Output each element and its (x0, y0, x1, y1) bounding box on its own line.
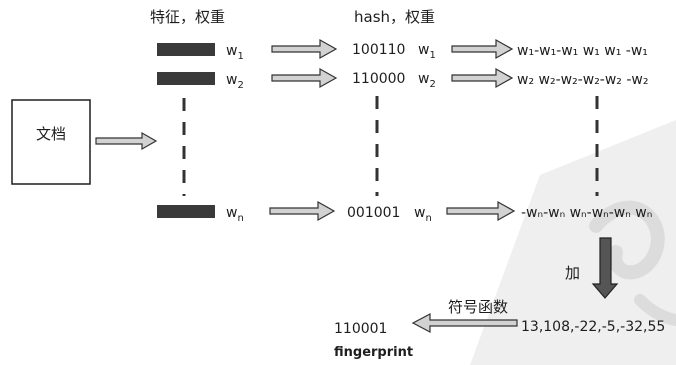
feature-weight-n: wn (226, 205, 244, 224)
hash-weight-2: w2 (418, 71, 436, 90)
weighted-vector-n: -wₙ-wₙ wₙ-wₙ-wₙ wₙ (521, 205, 652, 221)
weighted-vector-2: w₂ w₂-w₂-w₂-w₂ -w₂ (517, 72, 648, 88)
row-n-arrow-to-hash (269, 200, 336, 222)
hash-weight-n: wn (414, 205, 432, 224)
hash-value-2: 110000 (352, 71, 405, 87)
sign-function-label: 符号函数 (448, 298, 508, 316)
row-1-arrow-to-weighted (451, 38, 514, 60)
hash-weights-header: hash，权重 (354, 8, 435, 26)
feature-weight-2: w2 (226, 72, 244, 91)
document-label: 文档 (36, 125, 66, 143)
hash-value-n: 001001 (347, 205, 400, 221)
ellipsis-lines (182, 96, 599, 196)
row-2-arrow-to-hash (271, 67, 338, 89)
document-box (11, 99, 91, 185)
row-2: w2 110000 w2 w₂ w₂-w₂-w₂-w₂ -w₂ (157, 67, 648, 91)
sum-result: 13,108,-22,-5,-32,55 (521, 319, 665, 335)
features-weights-header: 特征，权重 (150, 8, 225, 26)
hash-weight-1: w1 (418, 42, 436, 61)
sign-function-arrow (411, 313, 518, 333)
fingerprint-label: fingerprint (334, 345, 413, 360)
row-1: w1 100110 w1 w₁-w₁-w₁ w₁ w₁ -w₁ (157, 38, 648, 62)
feature-bar-n (157, 205, 215, 218)
row-n-arrow-to-weighted (446, 200, 516, 222)
document-to-features-arrow (95, 131, 158, 151)
feature-bar-2 (157, 72, 215, 85)
row-2-arrow-to-weighted (451, 67, 514, 89)
hash-value-1: 100110 (352, 42, 405, 58)
weighted-vector-1: w₁-w₁-w₁ w₁ w₁ -w₁ (517, 43, 648, 59)
fingerprint-bits: 110001 (334, 321, 387, 337)
feature-weight-1: w1 (226, 43, 244, 62)
feature-bar-1 (157, 43, 215, 56)
sum-label: 加 (565, 264, 580, 282)
row-n: wn 001001 wn -wₙ-wₙ wₙ-wₙ-wₙ wₙ (157, 200, 652, 224)
row-1-arrow-to-hash (271, 38, 338, 60)
watermark (470, 120, 676, 365)
sum-down-arrow (591, 237, 619, 299)
